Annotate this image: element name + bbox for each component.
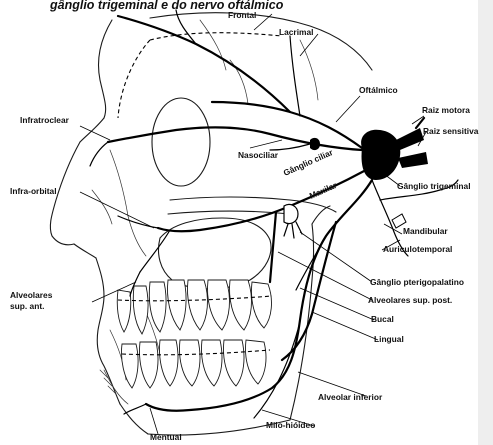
label-mandibular: Mandibular	[403, 226, 448, 236]
label-ganglio-trigeminal: Gânglio trigeminal	[397, 181, 471, 191]
label-oftalmico: Oftálmico	[359, 85, 398, 95]
lower-teeth	[121, 340, 266, 388]
sensory-root	[398, 152, 428, 168]
label-infra-orbital: Infra-orbital	[10, 186, 57, 196]
label-alveolares-sup-ant-2: sup. ant.	[10, 301, 44, 311]
pterygopalatine-ganglion	[284, 204, 298, 223]
label-nasociliar: Nasociliar	[238, 150, 279, 160]
infraorbital-terminal	[118, 216, 158, 228]
pterygopalatine-branches	[284, 222, 302, 238]
frontal-dashed-path	[118, 40, 150, 118]
mental-nerve	[124, 404, 146, 414]
label-raiz-sensitiva: Raiz sensitiva	[423, 126, 479, 136]
label-frontal: Frontal	[228, 10, 256, 20]
motor-root	[396, 128, 424, 150]
label-lacrimal: Lacrimal	[279, 27, 313, 37]
upper-teeth	[117, 280, 271, 334]
trigeminal-ganglion	[361, 130, 400, 180]
label-infratroclear: Infratroclear	[20, 115, 70, 125]
anterior-superior-alveolar-nerve	[140, 230, 170, 272]
label-auriculotemporal: Auriculotemporal	[383, 244, 452, 254]
label-ganglio-ciliar: Gânglio ciliar	[282, 147, 335, 178]
label-alveolares-sup-post: Alveolares sup. post.	[368, 295, 452, 305]
label-alveolares-sup-ant-1: Alveolares	[10, 290, 53, 300]
ciliary-ganglion	[310, 138, 320, 150]
label-mentual: Mentual	[150, 432, 182, 442]
label-alveolar-inferior: Alveolar inferior	[318, 392, 383, 402]
lacrimal-nerve	[290, 36, 300, 116]
lingual-nerve	[282, 222, 336, 360]
label-ganglio-pterigopalatino: Gânglio pterigopalatino	[370, 277, 464, 287]
infratrochlear-branch	[90, 142, 108, 166]
label-lingual: Lingual	[374, 334, 404, 344]
label-maxilar: Maxilar	[308, 180, 339, 201]
orbit-outline	[152, 98, 210, 186]
label-raiz-motora: Raiz motora	[422, 105, 470, 115]
label-milo-hioideo: Milo-hióideo	[266, 420, 315, 430]
label-bucal: Bucal	[371, 314, 394, 324]
frontal-nerve	[118, 16, 290, 112]
nasociliary-nerve	[108, 127, 362, 150]
page-edge-shading	[478, 0, 493, 445]
